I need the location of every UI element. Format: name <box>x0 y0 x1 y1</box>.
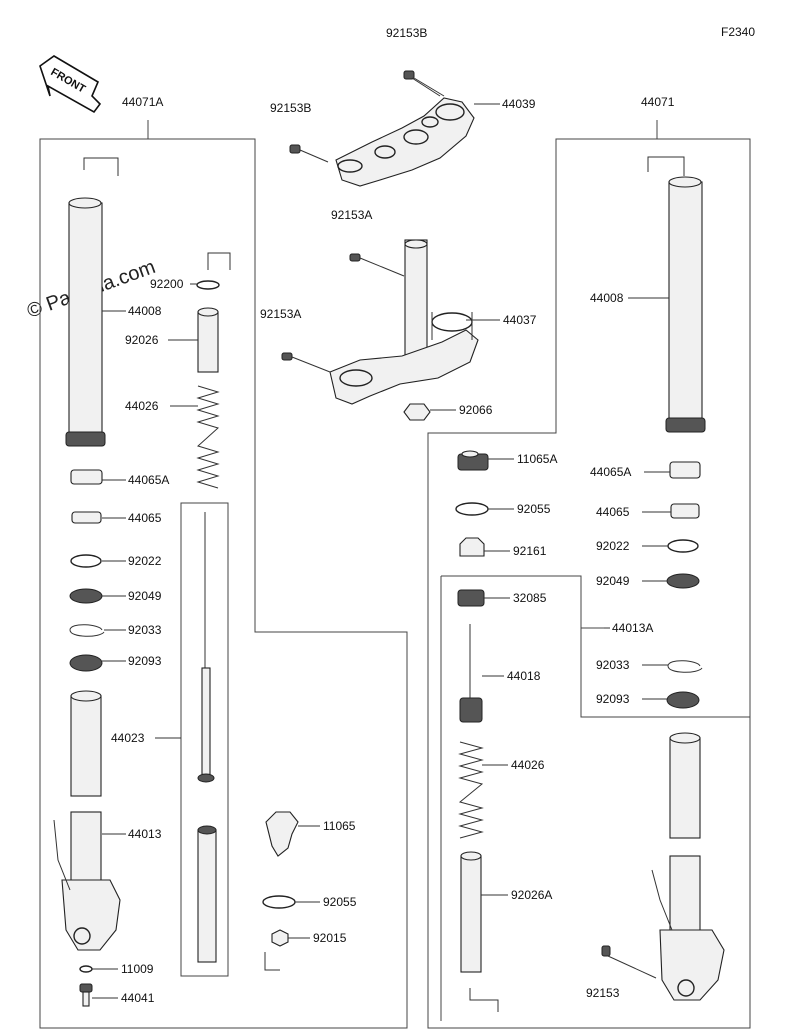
label-44065-right: 44065 <box>596 505 630 519</box>
label-44013: 44013 <box>128 827 162 841</box>
spring-44026-left <box>196 385 220 489</box>
oil-seal-92049-right <box>666 573 700 589</box>
dust-seal-92093-left <box>69 654 103 672</box>
part-labels: 92153B 44039 92153B 44071A 44071 92153A … <box>111 26 675 1005</box>
bolt-92153b-left <box>289 144 329 163</box>
label-11065a: 11065A <box>517 452 557 466</box>
label-32085: 32085 <box>513 591 547 605</box>
bolt-92153b-top <box>403 70 441 97</box>
circlip-92033-left <box>69 624 105 637</box>
bolt-44041 <box>79 983 93 1007</box>
bush-92200 <box>196 252 231 290</box>
label-44023: 44023 <box>111 731 145 745</box>
washer-11009 <box>79 965 93 973</box>
right-fork-group-box <box>427 120 751 1029</box>
damper-rod-44023 <box>197 512 217 963</box>
dust-seal-92093-right <box>666 691 700 709</box>
label-92153a-top: 92153A <box>331 208 372 222</box>
circlip-92033-right <box>667 660 703 673</box>
label-92033-right: 92033 <box>596 658 630 672</box>
label-92015: 92015 <box>313 931 347 945</box>
bolt-92153a-top <box>349 253 405 277</box>
fork-cap-11065 <box>265 811 299 857</box>
bush-44065a-left <box>70 469 103 485</box>
label-92153b-left: 92153B <box>270 101 311 115</box>
leader-lines <box>92 77 671 999</box>
cap-11065a <box>457 450 489 471</box>
label-44008-right: 44008 <box>590 291 624 305</box>
left-fork-group-box <box>39 120 408 1029</box>
label-92153: 92153 <box>586 986 620 1000</box>
label-92153b-top: 92153B <box>386 26 427 40</box>
bolt-92153a-left <box>281 352 331 373</box>
inner-tube-44013a-right <box>651 732 725 1001</box>
label-44008-left: 44008 <box>128 304 162 318</box>
label-92153a-left: 92153A <box>260 307 301 321</box>
label-11065: 11065 <box>323 819 356 833</box>
oil-seal-92049-left <box>69 588 103 604</box>
seal-92066 <box>403 403 431 421</box>
label-92055-right: 92055 <box>517 502 551 516</box>
upper-bracket-44039 <box>335 97 475 187</box>
label-92049-right: 92049 <box>596 574 630 588</box>
label-44065a-left: 44065A <box>128 473 169 487</box>
label-92049-left: 92049 <box>128 589 162 603</box>
label-11009: 11009 <box>121 962 154 976</box>
cylinder-32085 <box>457 589 485 607</box>
label-92033-left: 92033 <box>128 623 162 637</box>
label-92022-right: 92022 <box>596 539 630 553</box>
label-92066: 92066 <box>459 403 493 417</box>
bolt-92153 <box>601 945 657 979</box>
o-ring-92055-right <box>455 502 489 516</box>
piston-rod-44018 <box>459 624 483 723</box>
spacer-92026 <box>197 307 219 373</box>
washer-92022-right <box>667 539 699 553</box>
outer-tube-44008-right <box>647 156 706 433</box>
label-92055-left: 92055 <box>323 895 357 909</box>
label-92200: 92200 <box>150 277 184 291</box>
label-92093-left: 92093 <box>128 654 162 668</box>
damper-rod-group-box <box>180 502 229 977</box>
label-92093-right: 92093 <box>596 692 630 706</box>
collar-92161 <box>459 537 485 557</box>
label-44013a: 44013A <box>612 621 653 635</box>
bush-44065a-right <box>669 461 701 479</box>
label-44037: 44037 <box>503 313 537 327</box>
label-92022-left: 92022 <box>128 554 162 568</box>
bush-44065-left <box>71 511 102 524</box>
spring-44026-right <box>458 741 484 839</box>
label-92026a: 92026A <box>511 888 552 902</box>
washer-92022-left <box>70 554 102 568</box>
label-44065-left: 44065 <box>128 511 162 525</box>
label-44026-left: 44026 <box>125 399 159 413</box>
label-44039: 44039 <box>502 97 536 111</box>
label-92161: 92161 <box>513 544 547 558</box>
label-44026-right: 44026 <box>511 758 545 772</box>
spacer-92026a <box>460 851 499 1012</box>
front-arrow-icon: FRONT <box>39 55 102 114</box>
inner-tube-44013-left <box>53 690 121 951</box>
label-44071a: 44071A <box>122 95 163 109</box>
stem-lower-bracket-44037 <box>329 239 479 405</box>
label-44018: 44018 <box>507 669 541 683</box>
nut-92015 <box>264 929 289 971</box>
label-44041: 44041 <box>121 991 155 1005</box>
label-44065a-right: 44065A <box>590 465 631 479</box>
label-92026: 92026 <box>125 333 159 347</box>
bush-44065-right <box>670 503 700 519</box>
figure-code: F2340 <box>721 25 755 39</box>
cartridge-group-box <box>440 575 750 1021</box>
o-ring-92055-left <box>262 895 296 909</box>
label-44071: 44071 <box>641 95 675 109</box>
outer-tube-44008-left <box>65 157 119 447</box>
